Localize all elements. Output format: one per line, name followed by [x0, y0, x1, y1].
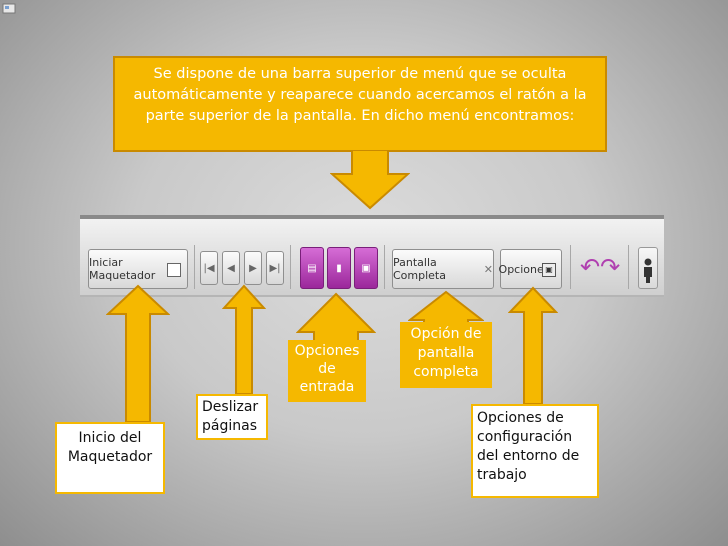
arrow-completa-icon	[408, 290, 484, 326]
maquetador-window-icon	[167, 263, 181, 277]
label-opciones-configuracion: Opciones de configuración del entorno de…	[471, 404, 599, 498]
label-config-line-2: configuración	[477, 429, 573, 445]
intro-line-2: automáticamente y reaparece cuando acerc…	[133, 87, 587, 103]
label-deslizar-paginas: Deslizar páginas	[196, 394, 268, 440]
down-arrow-icon	[330, 150, 410, 210]
toolbar-divider	[290, 245, 291, 289]
label-config-line-3: del entorno de	[477, 448, 580, 464]
label-completa-line-2: pantalla	[417, 345, 475, 361]
next-page-button[interactable]: ▶	[244, 251, 262, 285]
label-inicio-maquetador: Inicio del Maquetador	[55, 422, 165, 494]
expand-icon: ✕	[483, 262, 493, 276]
label-deslizar-line-1: Deslizar	[202, 399, 259, 415]
arrow-config-icon	[508, 286, 558, 405]
opciones-window-icon: ▣	[542, 263, 556, 277]
label-entrada-line-3: entrada	[299, 379, 355, 395]
prev-page-button[interactable]: ◀	[222, 251, 240, 285]
label-completa-line-3: completa	[413, 364, 479, 380]
label-config-line-1: Opciones de	[477, 410, 564, 426]
person-icon[interactable]	[638, 247, 658, 289]
person-glyph-icon	[644, 258, 652, 283]
entry-option-2-button[interactable]: ▮	[327, 247, 351, 289]
label-pantalla-completa: Opción de pantalla completa	[400, 322, 492, 388]
opciones-button[interactable]: Opciones ▣	[498, 249, 562, 289]
toolbar-divider	[628, 245, 629, 289]
arrow-deslizar-icon	[222, 284, 266, 395]
slide-corner-icon	[2, 3, 16, 14]
first-page-button[interactable]: |◀	[200, 251, 218, 285]
iniciar-maquetador-button[interactable]: Iniciar Maquetador	[88, 249, 188, 289]
pantalla-completa-label: Pantalla Completa	[393, 256, 446, 282]
opciones-label: Opciones	[498, 262, 550, 276]
label-inicio-line-1: Inicio del	[78, 430, 142, 446]
iniciar-maquetador-label: Iniciar Maquetador	[89, 256, 156, 282]
label-inicio-line-2: Maquetador	[67, 449, 153, 465]
toolbar-divider	[570, 245, 571, 289]
undo-redo-icon[interactable]: ↶↷	[580, 254, 621, 281]
label-config-line-4: trabajo	[477, 467, 527, 483]
last-page-button[interactable]: ▶|	[266, 251, 284, 285]
presentation-toolbar: Iniciar Maquetador |◀ ◀ ▶ ▶| ▤ ▮ ▣ Panta…	[80, 215, 664, 297]
arrow-inicio-icon	[106, 284, 170, 423]
toolbar-divider	[194, 245, 195, 289]
entry-option-1-button[interactable]: ▤	[300, 247, 324, 289]
label-completa-line-1: Opción de	[410, 326, 482, 342]
intro-line-3: parte superior de la pantalla. En dicho …	[145, 108, 575, 124]
label-deslizar-line-2: páginas	[202, 418, 257, 434]
intro-callout: Se dispone de una barra superior de menú…	[113, 56, 607, 152]
pantalla-completa-button[interactable]: Pantalla Completa ✕	[392, 249, 494, 289]
label-entrada-line-1: Opciones	[294, 343, 360, 359]
label-entrada-line-2: de	[318, 361, 336, 377]
arrow-entrada-icon	[296, 292, 376, 344]
intro-line-1: Se dispone de una barra superior de menú…	[153, 66, 567, 82]
label-opciones-entrada: Opciones de entrada	[288, 340, 366, 402]
entry-option-3-button[interactable]: ▣	[354, 247, 378, 289]
toolbar-divider	[384, 245, 385, 289]
